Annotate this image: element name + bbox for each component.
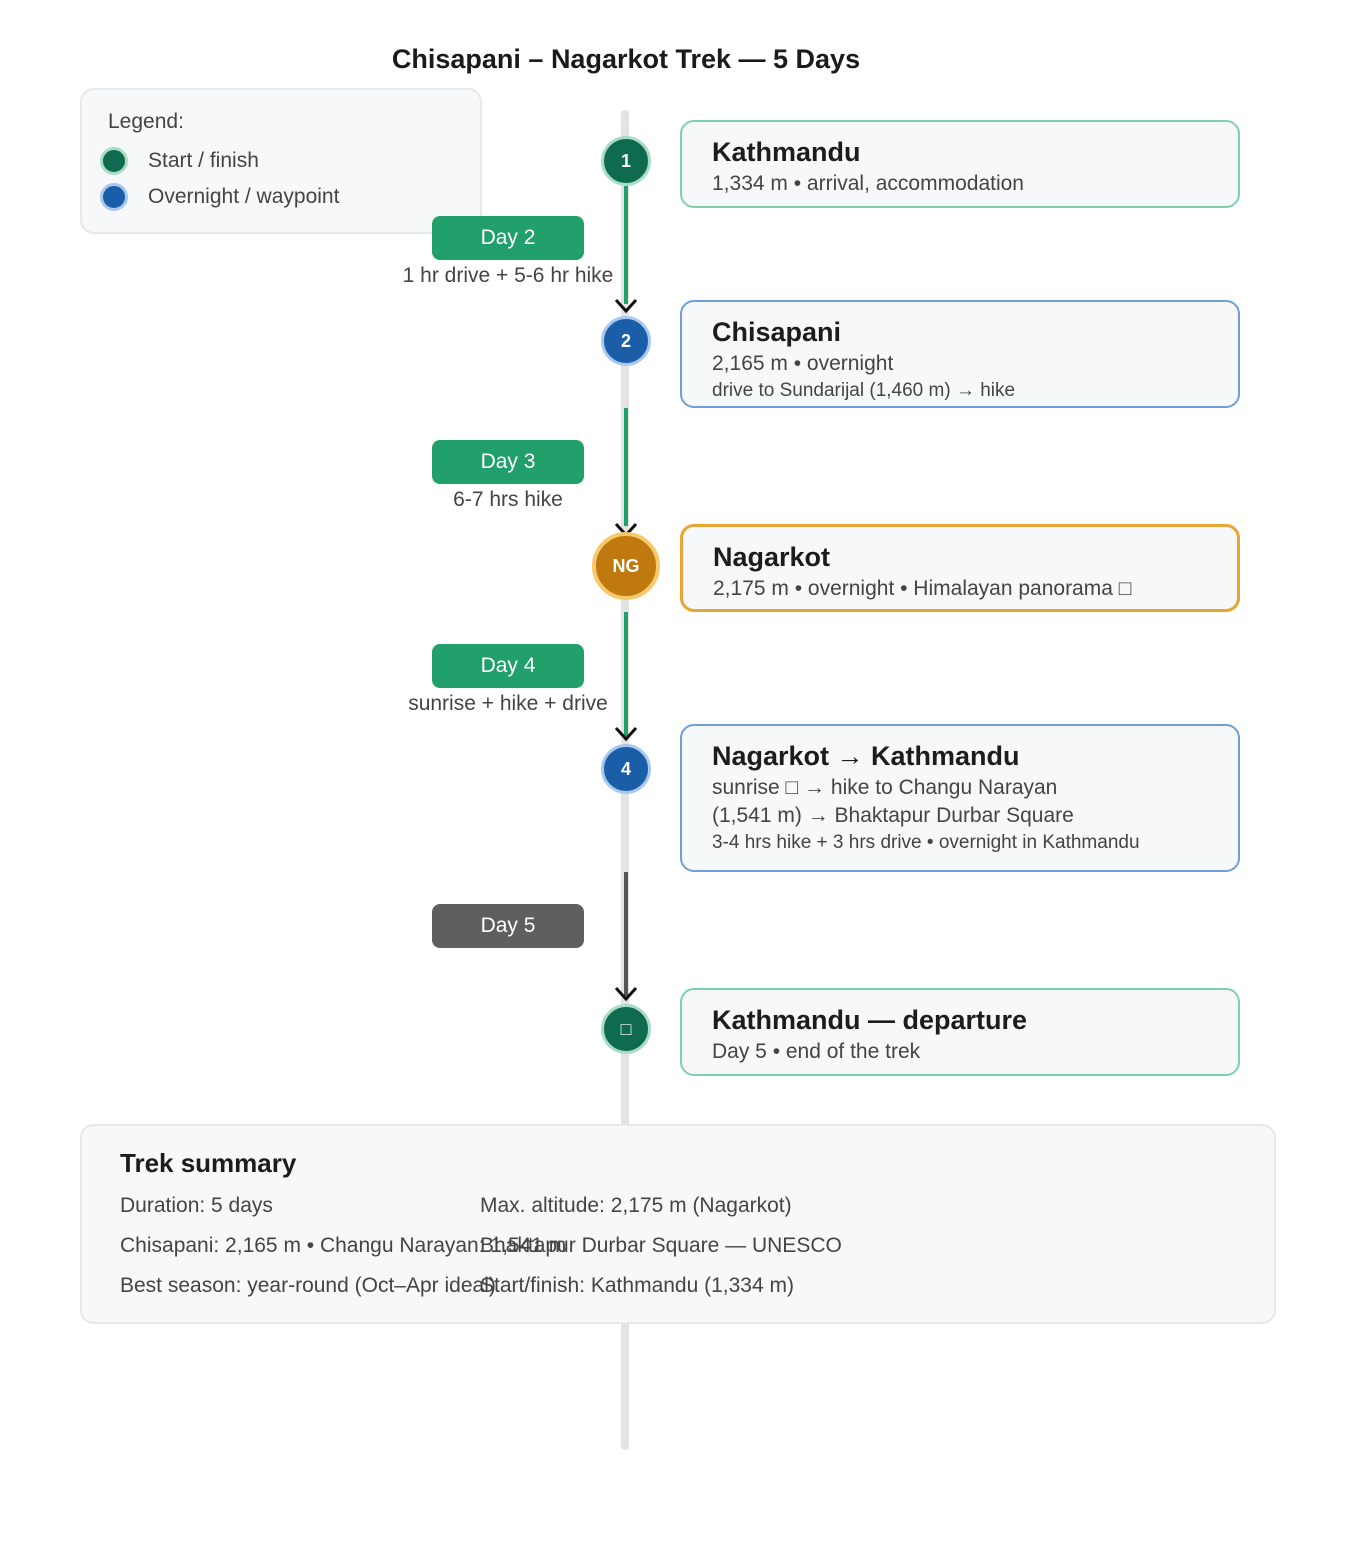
stop-title: Nagarkot → Kathmandu [712, 741, 1020, 771]
day-duration: 6-7 hrs hike [453, 488, 563, 511]
summary-title: Trek summary [120, 1148, 297, 1178]
stop-note: drive to Sundarijal (1,460 m) → hike [712, 380, 1016, 401]
summary-item: Best season: year-round (Oct–Apr ideal) [120, 1274, 496, 1297]
summary-item: Max. altitude: 2,175 m (Nagarkot) [480, 1194, 792, 1217]
timeline-segment-day2 [624, 408, 628, 526]
stop-card-departure: Kathmandu — departure Day 5 • end of the… [680, 988, 1240, 1076]
day-pill: Day 3 [432, 440, 584, 484]
trek-summary: Trek summary Duration: 5 days Max. altit… [80, 1124, 1276, 1324]
stop-card-chisapani: Chisapani 2,165 m • overnight drive to S… [680, 300, 1240, 408]
node-1: 1 [601, 136, 651, 186]
stop-title: Chisapani [712, 317, 842, 347]
stop-detail: 2,175 m • overnight • Himalayan panorama… [713, 577, 1132, 600]
day-pill: Day 2 [432, 216, 584, 260]
node-2: 2 [601, 316, 651, 366]
timeline-segment-day3 [624, 612, 628, 736]
summary-item: Chisapani: 2,165 m • Changu Narayan: 1,5… [120, 1234, 567, 1257]
node-4: 4 [601, 744, 651, 794]
page-title: Chisapani – Nagarkot Trek — 5 Days [391, 44, 861, 74]
arrow-down-icon [614, 986, 638, 1002]
legend: Legend: Start / finish Overnight / waypo… [80, 88, 482, 234]
legend-item-waypoint: Overnight / waypoint [100, 180, 339, 214]
timeline-segment-day4 [624, 872, 628, 996]
day-pill: Day 4 [432, 644, 584, 688]
stop-card-nagarkot: Nagarkot 2,175 m • overnight • Himalayan… [680, 524, 1240, 612]
legend-label: Overnight / waypoint [148, 185, 340, 208]
stop-title: Nagarkot [713, 542, 831, 572]
day-pill: Day 5 [432, 904, 584, 948]
stop-card-nagarkot-kathmandu: Nagarkot → Kathmandu sunrise □ → hike to… [680, 724, 1240, 872]
day-duration: sunrise + hike + drive [408, 692, 608, 715]
waypoint-marker-icon [100, 183, 128, 211]
stop-title: Kathmandu — departure [712, 1005, 1028, 1035]
stop-title: Kathmandu [712, 137, 861, 167]
legend-title: Legend: [108, 110, 184, 133]
arrow-down-icon [614, 726, 638, 742]
legend-label: Start / finish [148, 149, 259, 172]
stop-card-kathmandu: Kathmandu 1,334 m • arrival, accommodati… [680, 120, 1240, 208]
stop-detail: sunrise □ → hike to Changu Narayan [712, 776, 1058, 799]
arrow-down-icon [614, 298, 638, 314]
timeline-segment-day1 [624, 184, 628, 304]
stop-detail: 2,165 m • overnight [712, 352, 894, 375]
start-marker-icon [100, 147, 128, 175]
flag-icon: □ [601, 1004, 651, 1054]
stop-detail: (1,541 m) → Bhaktapur Durbar Square [712, 804, 1074, 827]
day-duration: 1 hr drive + 5-6 hr hike [402, 264, 614, 287]
stop-note: 3-4 hrs hike + 3 hrs drive • overnight i… [712, 832, 1140, 853]
summary-item: Start/finish: Kathmandu (1,334 m) [480, 1274, 794, 1297]
legend-item-start: Start / finish [100, 144, 259, 178]
node-nagarkot: NG [592, 532, 660, 600]
stop-detail: 1,334 m • arrival, accommodation [712, 172, 1024, 195]
summary-item: Bhaktapur Durbar Square — UNESCO [480, 1234, 842, 1257]
summary-item: Duration: 5 days [120, 1194, 273, 1217]
stop-detail: Day 5 • end of the trek [712, 1040, 921, 1063]
